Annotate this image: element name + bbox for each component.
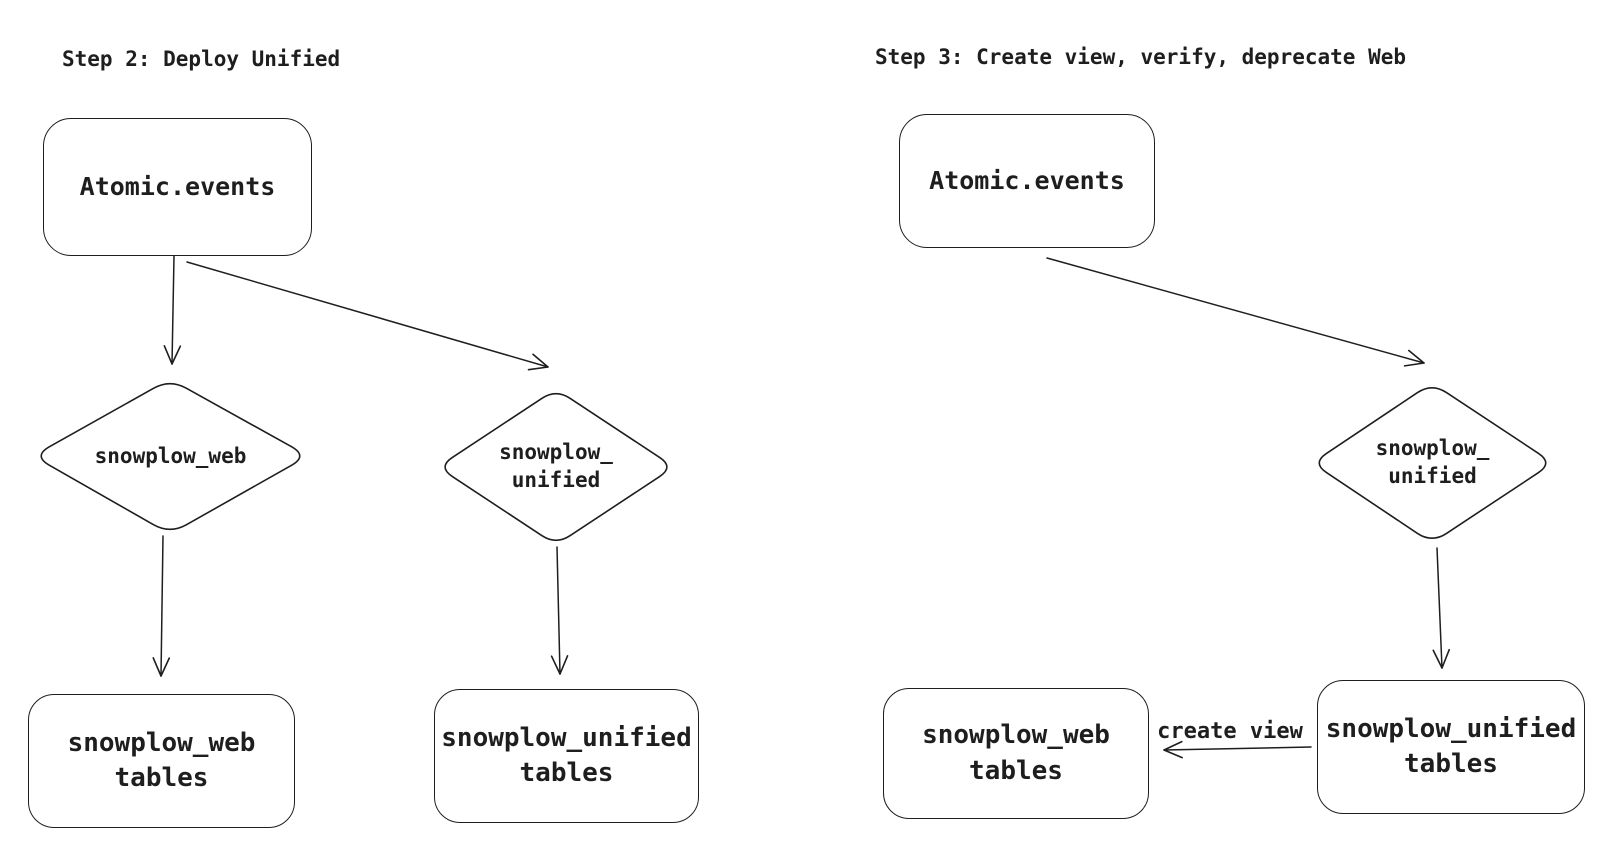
step2-node-snowplow-unified-tables: snowplow_unified tables (434, 689, 699, 823)
step2-title: Step 2: Deploy Unified (62, 47, 341, 71)
step2-node-snowplow-web-tables: snowplow_web tables (28, 694, 295, 828)
arrow-step3-atomic-to-snowplow-unified (1046, 257, 1425, 367)
arrow-step2-unified-to-unified-tables (550, 546, 569, 675)
arrow-step3-create-view (1163, 740, 1312, 759)
step2-node-snowplow-unified-tables-label: snowplow_unified tables (441, 722, 692, 788)
arrow-step2-atomic-to-snowplow-web (163, 255, 182, 365)
step3-node-snowplow-web-tables-label: snowplow_web tables (922, 720, 1110, 786)
step3-node-atomic-events-label: Atomic.events (929, 166, 1125, 196)
step2-node-atomic-events: Atomic.events (43, 118, 312, 256)
arrow-step2-web-to-web-tables (152, 535, 171, 677)
diamond-snowplow-unified-step2 (444, 392, 668, 542)
step3-node-atomic-events: Atomic.events (899, 114, 1155, 248)
arrow-step3-unified-to-unified-tables (1432, 547, 1451, 669)
step3-title: Step 3: Create view, verify, deprecate W… (875, 45, 1407, 69)
diamond-snowplow-web-step2 (40, 382, 301, 531)
edge-label-create-view: create view (1157, 719, 1303, 744)
step3-node-snowplow-unified-tables: snowplow_unified tables (1317, 680, 1585, 814)
step3-node-snowplow-web-tables: snowplow_web tables (883, 688, 1149, 819)
step2-node-atomic-events-label: Atomic.events (79, 172, 276, 202)
arrow-step2-atomic-to-snowplow-unified (186, 261, 549, 371)
step2-node-snowplow-web-tables-label: snowplow_web tables (67, 727, 256, 793)
diamond-snowplow-unified-step3 (1318, 387, 1547, 539)
step3-node-snowplow-unified-tables-label: snowplow_unified tables (1325, 713, 1577, 779)
